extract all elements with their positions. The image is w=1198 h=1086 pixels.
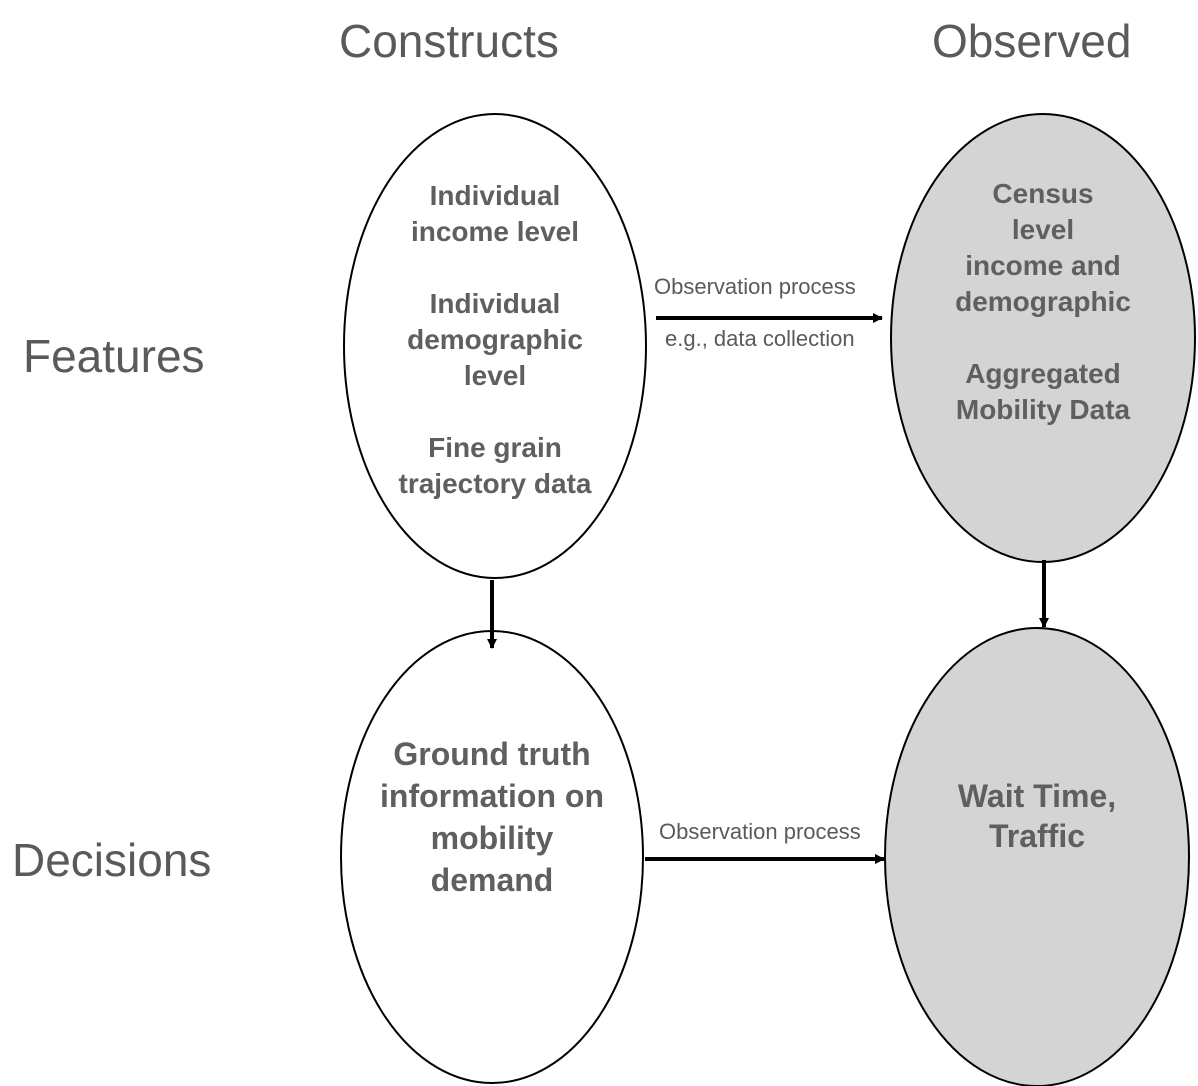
construct-features-group: Individual demographic level [407, 286, 583, 394]
node-text-line: level [463, 360, 527, 391]
node-text-line: Fine grain [428, 432, 562, 463]
decisions-header: Decisions [12, 834, 212, 886]
observed-features-group: Census level income and demographic [955, 176, 1131, 320]
node-text-line: Census [992, 178, 1094, 209]
construct-features-node [343, 113, 647, 579]
node-text-line: Individual [429, 180, 561, 211]
observed-header: Observed [932, 15, 1132, 67]
node-text-line: mobility [430, 820, 554, 856]
node-text-line: Traffic [988, 818, 1086, 854]
node-text-line: Wait Time, [957, 778, 1117, 814]
features-header: Features [23, 330, 205, 382]
features-observation-label: Observation process [654, 274, 856, 299]
node-text-line: demographic [955, 286, 1131, 317]
features-observation-sublabel: e.g., data collection [665, 326, 855, 351]
constructs-header: Constructs [339, 15, 559, 67]
node-text-line: demand [430, 862, 554, 898]
node-text-line: Individual [429, 288, 561, 319]
construct-decisions-group: Ground truth information on mobility demand [380, 733, 604, 901]
node-text-line: Aggregated [965, 358, 1121, 389]
observed-decisions-group: Wait Time, Traffic [958, 776, 1116, 856]
node-text-line: trajectory data [398, 468, 592, 499]
node-text-line: level [1011, 214, 1075, 245]
node-text-line: Ground truth [393, 736, 591, 772]
observed-decisions-text: Wait Time, Traffic [887, 776, 1187, 856]
decisions-observation-label: Observation process [659, 819, 861, 844]
node-text-line: income level [410, 216, 580, 247]
observed-decisions-node [884, 627, 1190, 1086]
construct-features-group: Individual income level [411, 178, 579, 250]
construct-features-group: Fine grain trajectory data [399, 430, 592, 502]
construct-decisions-text: Ground truth information on mobility demand [342, 733, 642, 901]
node-text-line: information on [380, 778, 604, 814]
node-text-line: Mobility Data [955, 394, 1131, 425]
node-text-line: demographic [407, 324, 583, 355]
node-text-line: income and [965, 250, 1121, 281]
